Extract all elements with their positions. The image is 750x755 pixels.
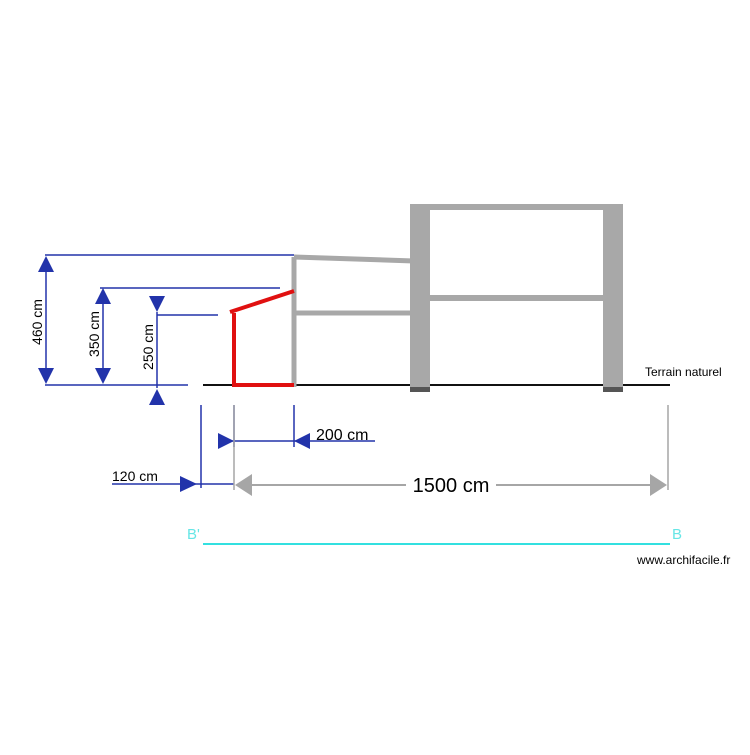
- dim-1500-arrow-left: [235, 474, 252, 496]
- dim-1500: 1500 cm: [233, 405, 669, 497]
- section-start-label: B': [187, 526, 200, 543]
- ground-label: Terrain naturel: [645, 365, 722, 379]
- dim-460-label: 460 cm: [29, 299, 45, 345]
- section-end-label: B: [672, 526, 682, 543]
- dim-460: 460 cm: [29, 254, 294, 386]
- dim-120: 120 cm: [112, 405, 234, 492]
- building-floor-beam: [410, 295, 623, 301]
- dim-350-label: 350 cm: [86, 311, 102, 357]
- dim-1500-label-bg: [406, 474, 496, 496]
- watermark: www.archifacile.fr: [636, 553, 730, 567]
- dim-200-arrow-left: [218, 433, 234, 449]
- extension-roof: [229, 289, 295, 314]
- dim-350-arrow-bottom: [95, 368, 111, 384]
- dim-200-label: 200 cm: [316, 427, 368, 444]
- section-line-bb: B' B: [187, 526, 682, 545]
- dim-250-label: 250 cm: [140, 324, 156, 370]
- dim-120-label: 120 cm: [112, 468, 158, 484]
- building-left-footing: [410, 387, 430, 392]
- dim-350-arrow-top: [95, 288, 111, 304]
- dim-460-arrow-top: [38, 256, 54, 272]
- dim-1500-arrow-right: [650, 474, 667, 496]
- dim-200: 200 cm: [218, 405, 375, 449]
- building-top-beam: [410, 204, 623, 210]
- new-extension: [229, 289, 295, 387]
- dim-1500-label: 1500 cm: [413, 475, 490, 497]
- building-right-footing: [603, 387, 623, 392]
- main-building: [410, 204, 623, 392]
- dim-350: 350 cm: [86, 287, 280, 384]
- existing-house: [291, 254, 415, 387]
- dim-460-arrow-bottom: [38, 368, 54, 384]
- dim-120-arrow: [180, 476, 197, 492]
- house-roof: [293, 254, 415, 264]
- dim-250-arrow-bottom: [149, 389, 165, 405]
- dim-250-arrow-top: [149, 296, 165, 312]
- dim-250: 250 cm: [140, 296, 218, 405]
- dim-200-arrow-right: [294, 433, 310, 449]
